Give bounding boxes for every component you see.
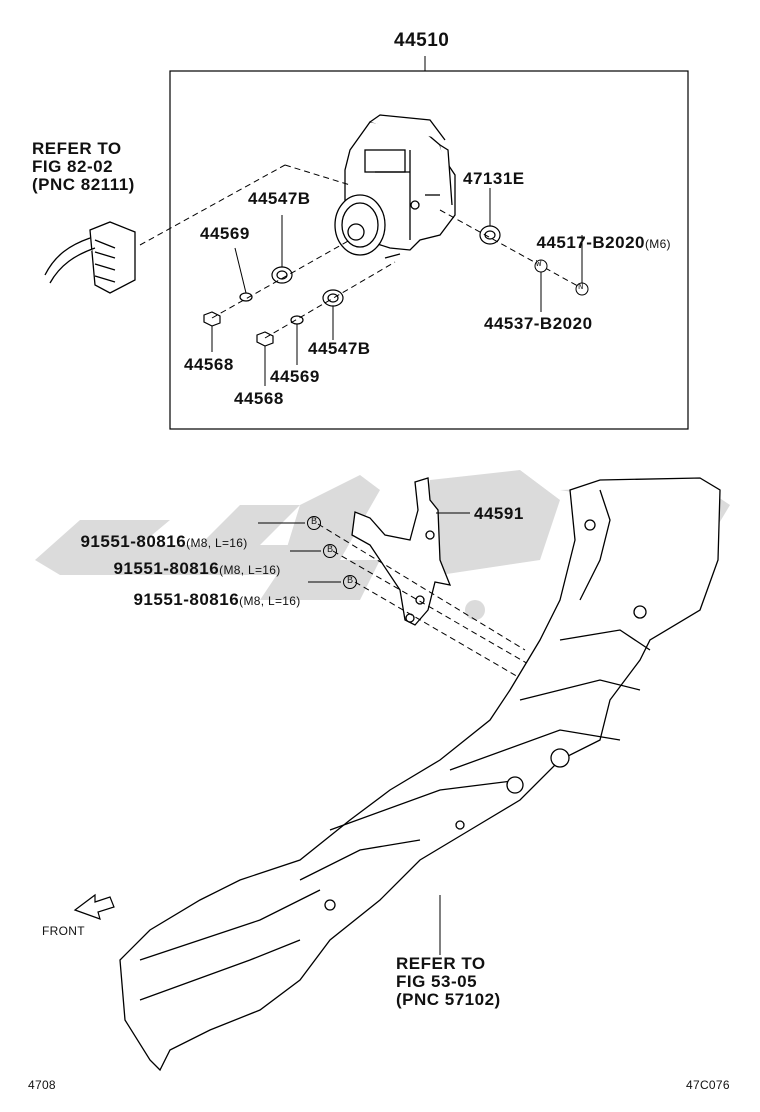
part-label-44547B-a: 44547B	[248, 189, 311, 208]
harness-connector-drawing	[44, 221, 136, 294]
assembly-part-number: 44510	[394, 30, 450, 51]
bolt-marker-2: B	[323, 544, 337, 558]
ref-bottom-line3: (PNC 57102)	[396, 990, 501, 1009]
front-arrow-icon	[73, 893, 115, 920]
ref-top-line2: FIG 82-02	[32, 157, 114, 176]
front-label: FRONT	[42, 924, 85, 938]
bolt-marker-1: B	[307, 516, 321, 530]
part-label-44517: 44517-B2020(M6)	[526, 216, 671, 253]
part-label-44591: 44591	[474, 504, 524, 523]
ref-top-line1: REFER TO	[32, 139, 122, 158]
part-label-44547B-b: 44547B	[308, 339, 371, 358]
part-label-44569-a: 44569	[200, 224, 250, 243]
footer-right-code: 47C076	[686, 1078, 730, 1092]
part-spec-44517: (M6)	[644, 237, 671, 251]
bolt-label-2: 91551-80816(M8, L=16)	[103, 542, 281, 579]
bolt-label-3: 91551-80816(M8, L=16)	[123, 573, 301, 610]
ref-bottom-line2: FIG 53-05	[396, 972, 478, 991]
bolt-spec-3: (M8, L=16)	[239, 594, 301, 608]
part-label-44537: 44537-B2020	[484, 314, 593, 333]
fasteners-drawing	[203, 225, 501, 347]
assembly-box	[169, 70, 689, 430]
part-number-44517: 44517-B2020	[536, 233, 645, 252]
bolt-marker-3: B	[343, 575, 357, 589]
bracket-drawing	[351, 477, 452, 626]
washer-marker: W	[536, 259, 542, 269]
part-label-44568-b: 44568	[234, 389, 284, 408]
part-label-44568-a: 44568	[184, 355, 234, 374]
marker-circles	[534, 259, 589, 296]
ref-bottom-line1: REFER TO	[396, 954, 486, 973]
nut-marker: N	[578, 282, 584, 292]
bolt-number-2: 91551-80816	[113, 559, 220, 578]
part-label-47131E: 47131E	[463, 169, 525, 188]
bolt-label-1: 91551-80816(M8, L=16)	[70, 515, 248, 552]
ref-top-line3: (PNC 82111)	[32, 175, 135, 194]
footer-left-code: 4708	[28, 1078, 56, 1092]
part-label-44569-b: 44569	[270, 367, 320, 386]
bolt-spec-1: (M8, L=16)	[186, 536, 248, 550]
bolt-number-1: 91551-80816	[80, 532, 187, 551]
bolt-number-3: 91551-80816	[133, 590, 240, 609]
abs-actuator-drawing	[334, 114, 456, 259]
frame-rail-drawing	[119, 477, 721, 1072]
bolt-spec-2: (M8, L=16)	[219, 563, 281, 577]
